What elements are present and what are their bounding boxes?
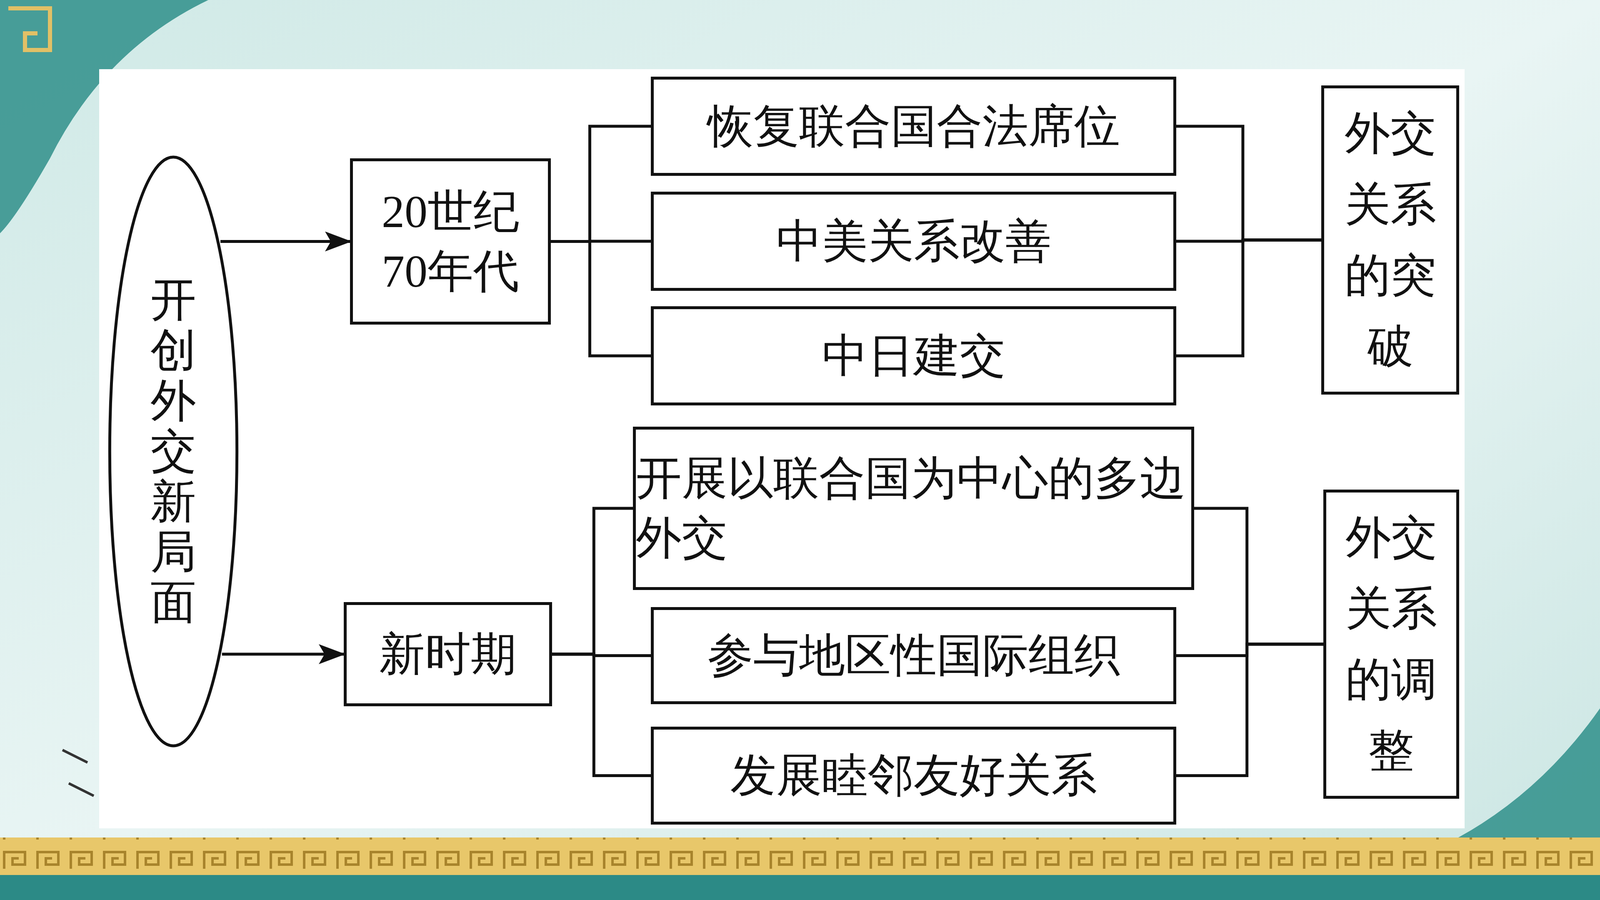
text-holder: 新时期	[379, 624, 517, 685]
period-box: 新时期	[343, 602, 553, 707]
text-holder: 恢复联合国合法席位	[707, 96, 1120, 157]
node-label: 开创外交新局面	[150, 275, 197, 628]
node-label: 恢复联合国合法席位	[707, 96, 1120, 157]
topic-ellipse: 开创外交新局面	[107, 152, 240, 750]
event-box: 发展睦邻友好关系	[650, 726, 1177, 825]
period-box: 20世纪70年代	[350, 158, 551, 325]
fret-band	[0, 837, 1600, 875]
node-label: 中日建交	[822, 326, 1006, 386]
arrow-connector	[220, 240, 350, 243]
bracket-connector	[1176, 126, 1322, 240]
node-label: 开展以联合国为中心的多边外交	[635, 448, 1192, 568]
event-box: 参与地区性国际组织	[650, 607, 1177, 705]
corner-ornament	[1458, 708, 1600, 838]
text-holder: 发展睦邻友好关系	[730, 745, 1098, 806]
node-label: 外交关系的突破	[1343, 97, 1438, 383]
event-box: 开展以联合国为中心的多边外交	[632, 426, 1195, 590]
event-box: 中日建交	[650, 306, 1177, 406]
bracket-connector	[550, 126, 651, 242]
arrow-connector	[222, 652, 344, 656]
bracket-connector	[1194, 508, 1324, 645]
node-label: 中美关系改善	[776, 211, 1052, 272]
text-holder: 外交关系的调整	[1344, 502, 1439, 787]
white-panel	[99, 69, 1465, 829]
text-holder: 开创外交新局面	[150, 275, 197, 628]
node-label: 参与地区性国际组织	[707, 625, 1120, 686]
node-label: 20世纪70年代	[377, 182, 524, 302]
text-holder: 参与地区性国际组织	[707, 625, 1120, 686]
node-label: 外交关系的调整	[1344, 502, 1439, 787]
text-holder: 外交关系的突破	[1343, 97, 1438, 383]
summary-box: 外交关系的调整	[1323, 489, 1460, 799]
bracket-connector	[552, 654, 651, 776]
event-box: 中美关系改善	[650, 191, 1177, 291]
bracket-connector	[1176, 644, 1324, 776]
node-label: 发展睦邻友好关系	[730, 745, 1098, 806]
text-holder: 20世纪70年代	[377, 182, 524, 302]
summary-box: 外交关系的突破	[1321, 85, 1460, 395]
bracket-connector	[552, 508, 633, 655]
event-box: 恢复联合国合法席位	[650, 76, 1177, 176]
bracket-connector	[1176, 240, 1322, 356]
text-holder: 中美关系改善	[776, 211, 1052, 272]
bottom-band	[0, 875, 1600, 900]
corner-fret	[8, 8, 50, 50]
node-label: 新时期	[379, 624, 517, 685]
bracket-connector	[550, 241, 651, 357]
text-holder: 开展以联合国为中心的多边外交	[635, 448, 1192, 568]
text-holder: 中日建交	[822, 326, 1006, 386]
bird-strokes	[62, 750, 94, 796]
bracket-connector	[1176, 644, 1324, 656]
